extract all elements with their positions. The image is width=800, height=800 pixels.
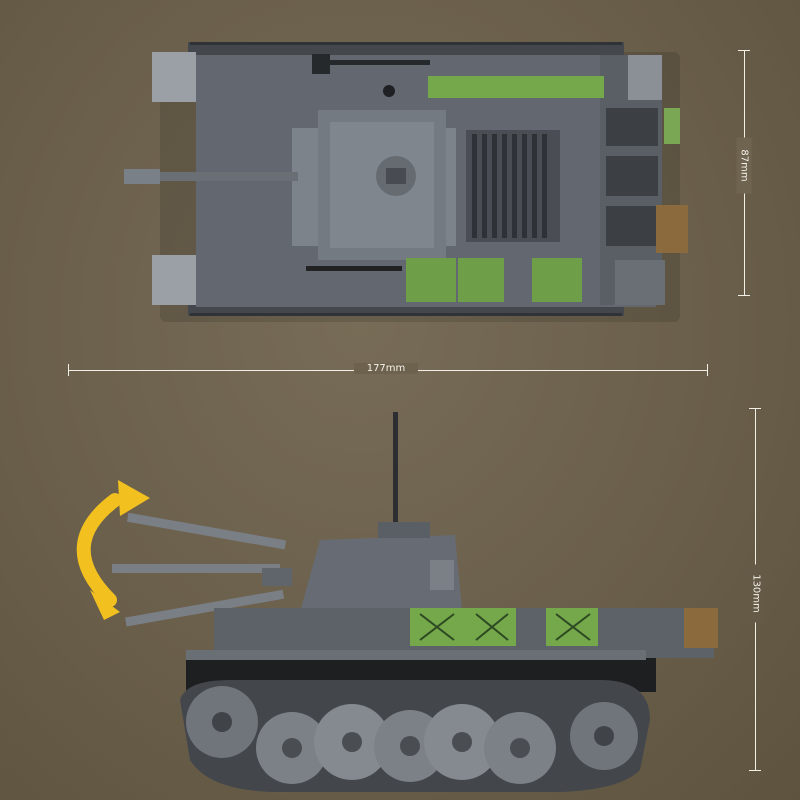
antenna [393, 412, 398, 527]
shovel-tool [312, 54, 330, 74]
fender-front-left [152, 52, 196, 102]
road-wheels [186, 686, 638, 784]
crate-3 [532, 258, 582, 302]
track-top [188, 42, 624, 58]
fender-front-right [152, 255, 196, 305]
green-strip [428, 76, 604, 98]
turret-side [300, 535, 462, 612]
tank-top-view [124, 42, 688, 316]
green-can [664, 108, 680, 144]
rifle [306, 266, 402, 271]
tank-side-view [76, 412, 718, 792]
crate-1 [406, 258, 456, 302]
rear-vents [606, 108, 658, 246]
width-dimension-label: 87mm [736, 137, 752, 194]
curved-double-arrow-icon [76, 480, 150, 620]
height-dimension-label: 130mm [748, 564, 764, 623]
gun-barrels [112, 512, 287, 627]
brown-box [656, 205, 688, 253]
length-dimension-label: 177mm [354, 363, 418, 374]
crate-2 [458, 258, 504, 302]
main-gun [128, 172, 298, 181]
engine-grille [466, 130, 560, 242]
crate-side-1 [410, 608, 470, 646]
rear-box [684, 608, 718, 648]
